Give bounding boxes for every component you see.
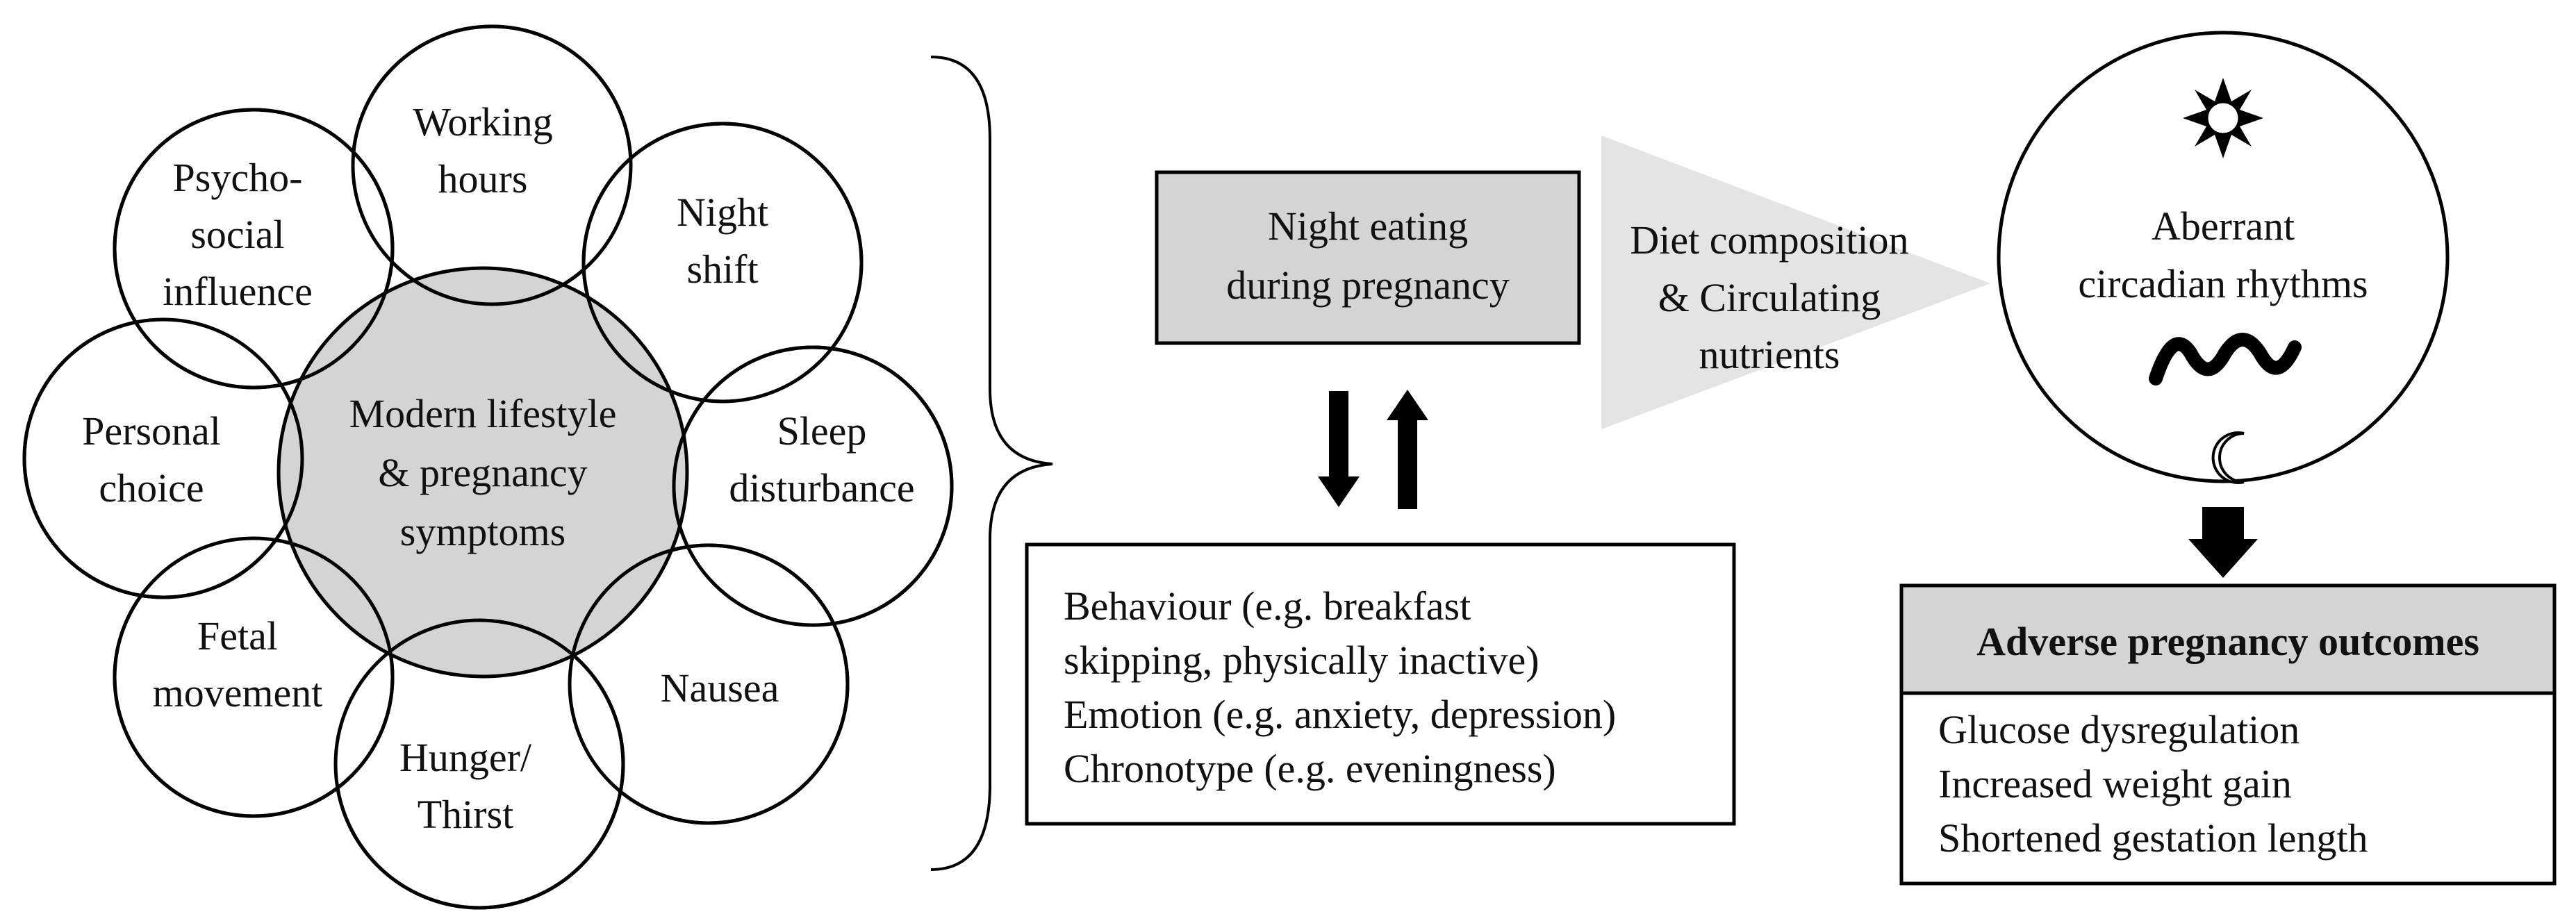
factor-label-night-shift-line-1: Night <box>677 190 768 235</box>
night-eating-box: Night eating during pregnancy <box>1155 170 1581 345</box>
factor-outline-sleep-disturbance <box>672 345 954 627</box>
grouping-brace <box>930 56 1053 871</box>
behaviour-box: Behaviour (e.g. breakfast skipping, phys… <box>1025 542 1736 826</box>
night-eating-line-2: during pregnancy <box>1226 263 1509 308</box>
behaviour-line-2: skipping, physically inactive) <box>1064 638 1539 683</box>
factor-label-sleep-disturbance-line-2: disturbance <box>729 465 914 511</box>
factor-label-fetal-movement-line-2: movement <box>153 670 323 715</box>
diet-composition-arrow: Diet composition & Circulating nutrients <box>1601 135 1990 429</box>
diet-line-1: Diet composition <box>1630 217 1908 263</box>
diet-line-3: nutrients <box>1699 332 1840 377</box>
factor-label-working-hours-line-1: Working <box>413 99 553 144</box>
bidirectional-arrows <box>1318 390 1428 509</box>
factor-outline-hunger-thirst <box>333 618 625 910</box>
factor-label-working-hours-line-2: hours <box>438 156 528 201</box>
factor-outline-nausea <box>568 543 850 825</box>
circadian-line-1: Aberrant <box>2152 204 2295 249</box>
outcome-item-2: Increased weight gain <box>1938 761 2292 806</box>
down-arrow-icon <box>1318 391 1360 507</box>
factor-outline-night-shift <box>581 122 864 404</box>
circadian-circle: Aberrant circadian rhythms <box>1997 31 2450 484</box>
outcome-item-1: Glucose dysregulation <box>1938 707 2300 752</box>
behaviour-line-1: Behaviour (e.g. breakfast <box>1064 583 1471 629</box>
factor-label-fetal-movement-line-1: Fetal <box>197 613 278 658</box>
behaviour-line-3: Emotion (e.g. anxiety, depression) <box>1064 692 1616 737</box>
diet-line-2: & Circulating <box>1658 275 1881 320</box>
wave-icon <box>2149 333 2302 385</box>
central-label-line-1: Modern lifestyle <box>349 391 617 436</box>
factor-label-hunger-thirst-line-2: Thirst <box>418 792 514 837</box>
sun-icon <box>2183 78 2263 158</box>
factor-label-night-shift-line-2: shift <box>686 247 758 292</box>
factor-outline-psychosocial-influence <box>113 108 395 390</box>
factor-label-psychosocial-influence-line-3: influence <box>163 269 313 314</box>
factor-label-psychosocial-influence-line-1: Psycho- <box>173 155 303 200</box>
factor-label-nausea-line-1: Nausea <box>661 665 779 711</box>
factor-outline-fetal-movement <box>113 536 395 818</box>
down-arrow-to-outcomes-icon <box>2188 507 2258 578</box>
central-label-line-3: symptoms <box>400 509 566 554</box>
factor-label-sleep-disturbance-line-1: Sleep <box>777 408 867 454</box>
factor-outline-personal-choice <box>22 317 304 599</box>
factor-label-personal-choice-line-1: Personal <box>82 408 221 454</box>
factor-label-hunger-thirst-line-1: Hunger/ <box>399 735 532 780</box>
factor-outline-working-hours <box>351 24 633 306</box>
up-arrow-icon <box>1387 390 1428 509</box>
central-label-line-2: & pregnancy <box>378 450 587 495</box>
outcome-item-3: Shortened gestation length <box>1938 815 2368 861</box>
behaviour-line-4: Chronotype (e.g. eveningness) <box>1064 746 1556 791</box>
crescent-moon-icon <box>2211 431 2245 484</box>
factor-label-psychosocial-influence-line-2: social <box>190 212 284 257</box>
night-eating-line-1: Night eating <box>1268 204 1468 249</box>
lifestyle-factor-cluster: Modern lifestyle & pregnancy symptoms Wo… <box>22 24 954 910</box>
outcomes-box: Adverse pregnancy outcomes Glucose dysre… <box>1899 583 2557 886</box>
factor-label-personal-choice-line-2: choice <box>99 465 204 511</box>
outcomes-title: Adverse pregnancy outcomes <box>1976 619 2479 664</box>
circadian-line-2: circadian rhythms <box>2078 261 2368 306</box>
central-circle <box>276 266 689 679</box>
